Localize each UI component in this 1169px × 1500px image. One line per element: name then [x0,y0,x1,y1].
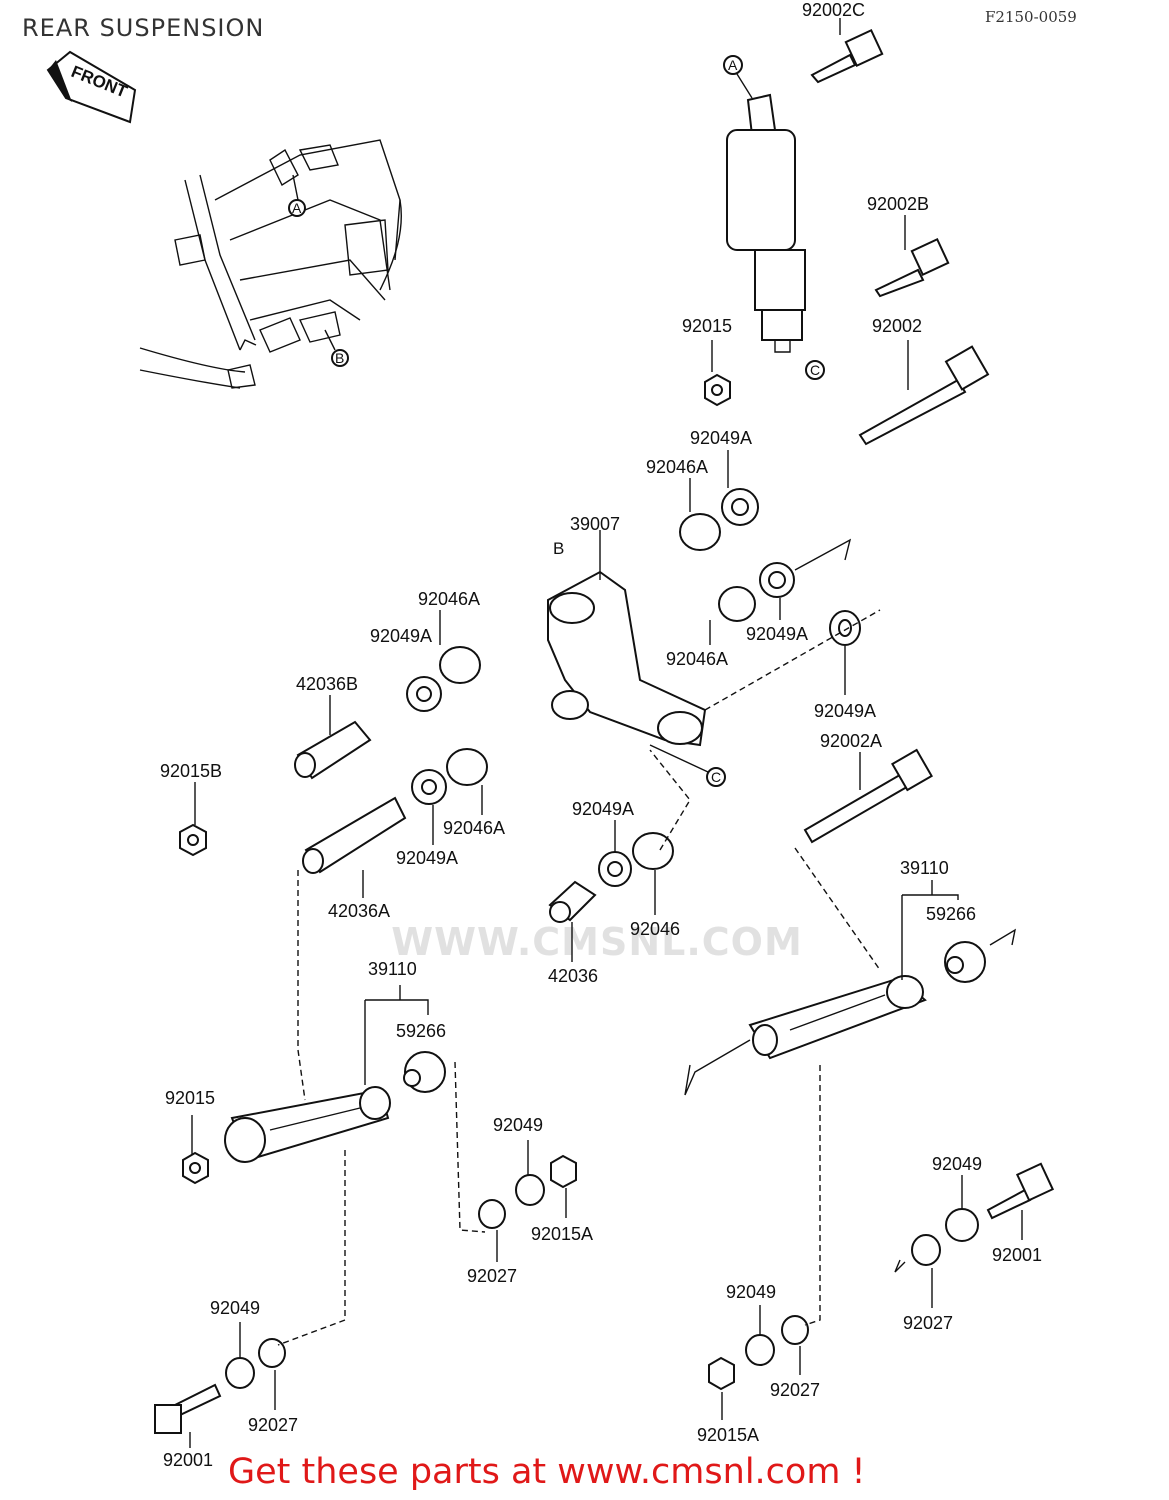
part-label: 92046A [443,818,505,838]
part-label: 92015A [531,1224,593,1244]
part-label: 92027 [248,1415,298,1435]
part-label: 42036B [296,674,358,694]
part-label: 39110 [368,959,417,979]
part-label: 42036 [548,966,598,986]
diagram-code: F2150-0059 [985,8,1077,26]
ref-label-b-rocker: B [553,539,564,558]
part-label: 92015A [697,1425,759,1445]
bolt-92002a-icon [803,748,933,844]
part-label: 92027 [770,1380,820,1400]
part-label: 59266 [396,1021,446,1041]
ref-label-c-rocker: C [711,769,721,785]
bolt-92002-icon [858,345,990,446]
part-label: 92046A [418,589,480,609]
part-label: 59266 [926,904,976,924]
part-label: 92049 [210,1298,260,1318]
tie-rod-right [748,975,927,1060]
part-label: 92015 [165,1088,215,1108]
part-label: 39110 [900,858,949,878]
shock-absorber: A C [723,55,825,380]
part-label: 92049A [396,848,458,868]
part-label: 92049 [493,1115,543,1135]
rocker-arm-39007: C [547,570,726,787]
tie-rod-left [224,1086,391,1163]
part-label: 42036A [328,901,390,921]
part-label: 92002A [820,731,882,751]
bearing-icon [406,488,861,887]
part-label: 92001 [163,1450,213,1470]
part-label: 92049 [932,1154,982,1174]
collar-icon [179,720,597,923]
nut-92015-icon [704,373,731,407]
cmsnl-footer-link[interactable]: Get these parts at www.cmsnl.com ! [228,1452,866,1492]
part-labels: 92002C 92002B 92015 92002 92049A 92046A … [160,0,1042,1470]
bolt-92002b-icon [874,237,950,298]
ref-label-a: A [292,200,302,216]
part-label: 92027 [467,1266,517,1286]
page-title: REAR SUSPENSION [22,14,265,42]
leader-lines [189,18,1023,1448]
part-label: 92001 [992,1245,1042,1265]
part-label: 92046A [646,457,708,477]
part-label: 92002 [872,316,922,336]
part-label: 92002B [867,194,929,214]
part-label: 92049 [726,1282,776,1302]
part-label: 92002C [802,0,865,20]
ref-label-c-shock: C [810,362,820,378]
part-label: 92027 [903,1313,953,1333]
part-label: 92046A [666,649,728,669]
part-label: 92015B [160,761,222,781]
lower-hardware-icon [154,1151,1055,1434]
front-arrow-icon: FRONT [46,50,137,124]
part-label: 92046 [630,919,680,939]
part-label: 92015 [682,316,732,336]
part-label: 92049A [814,701,876,721]
bolt-92002c-icon [810,28,884,84]
part-label: 92049A [690,428,752,448]
part-label: 92049A [746,624,808,644]
bushing-59266-icon [403,941,986,1093]
ref-label-b: B [335,350,344,366]
part-label: 92049A [370,626,432,646]
frame-illustration: A B [139,139,402,389]
ref-label-a-shock: A [728,57,738,73]
watermark: WWW.CMSNL.COM [391,920,803,964]
part-label: 92049A [572,799,634,819]
part-label: 39007 [570,514,620,534]
